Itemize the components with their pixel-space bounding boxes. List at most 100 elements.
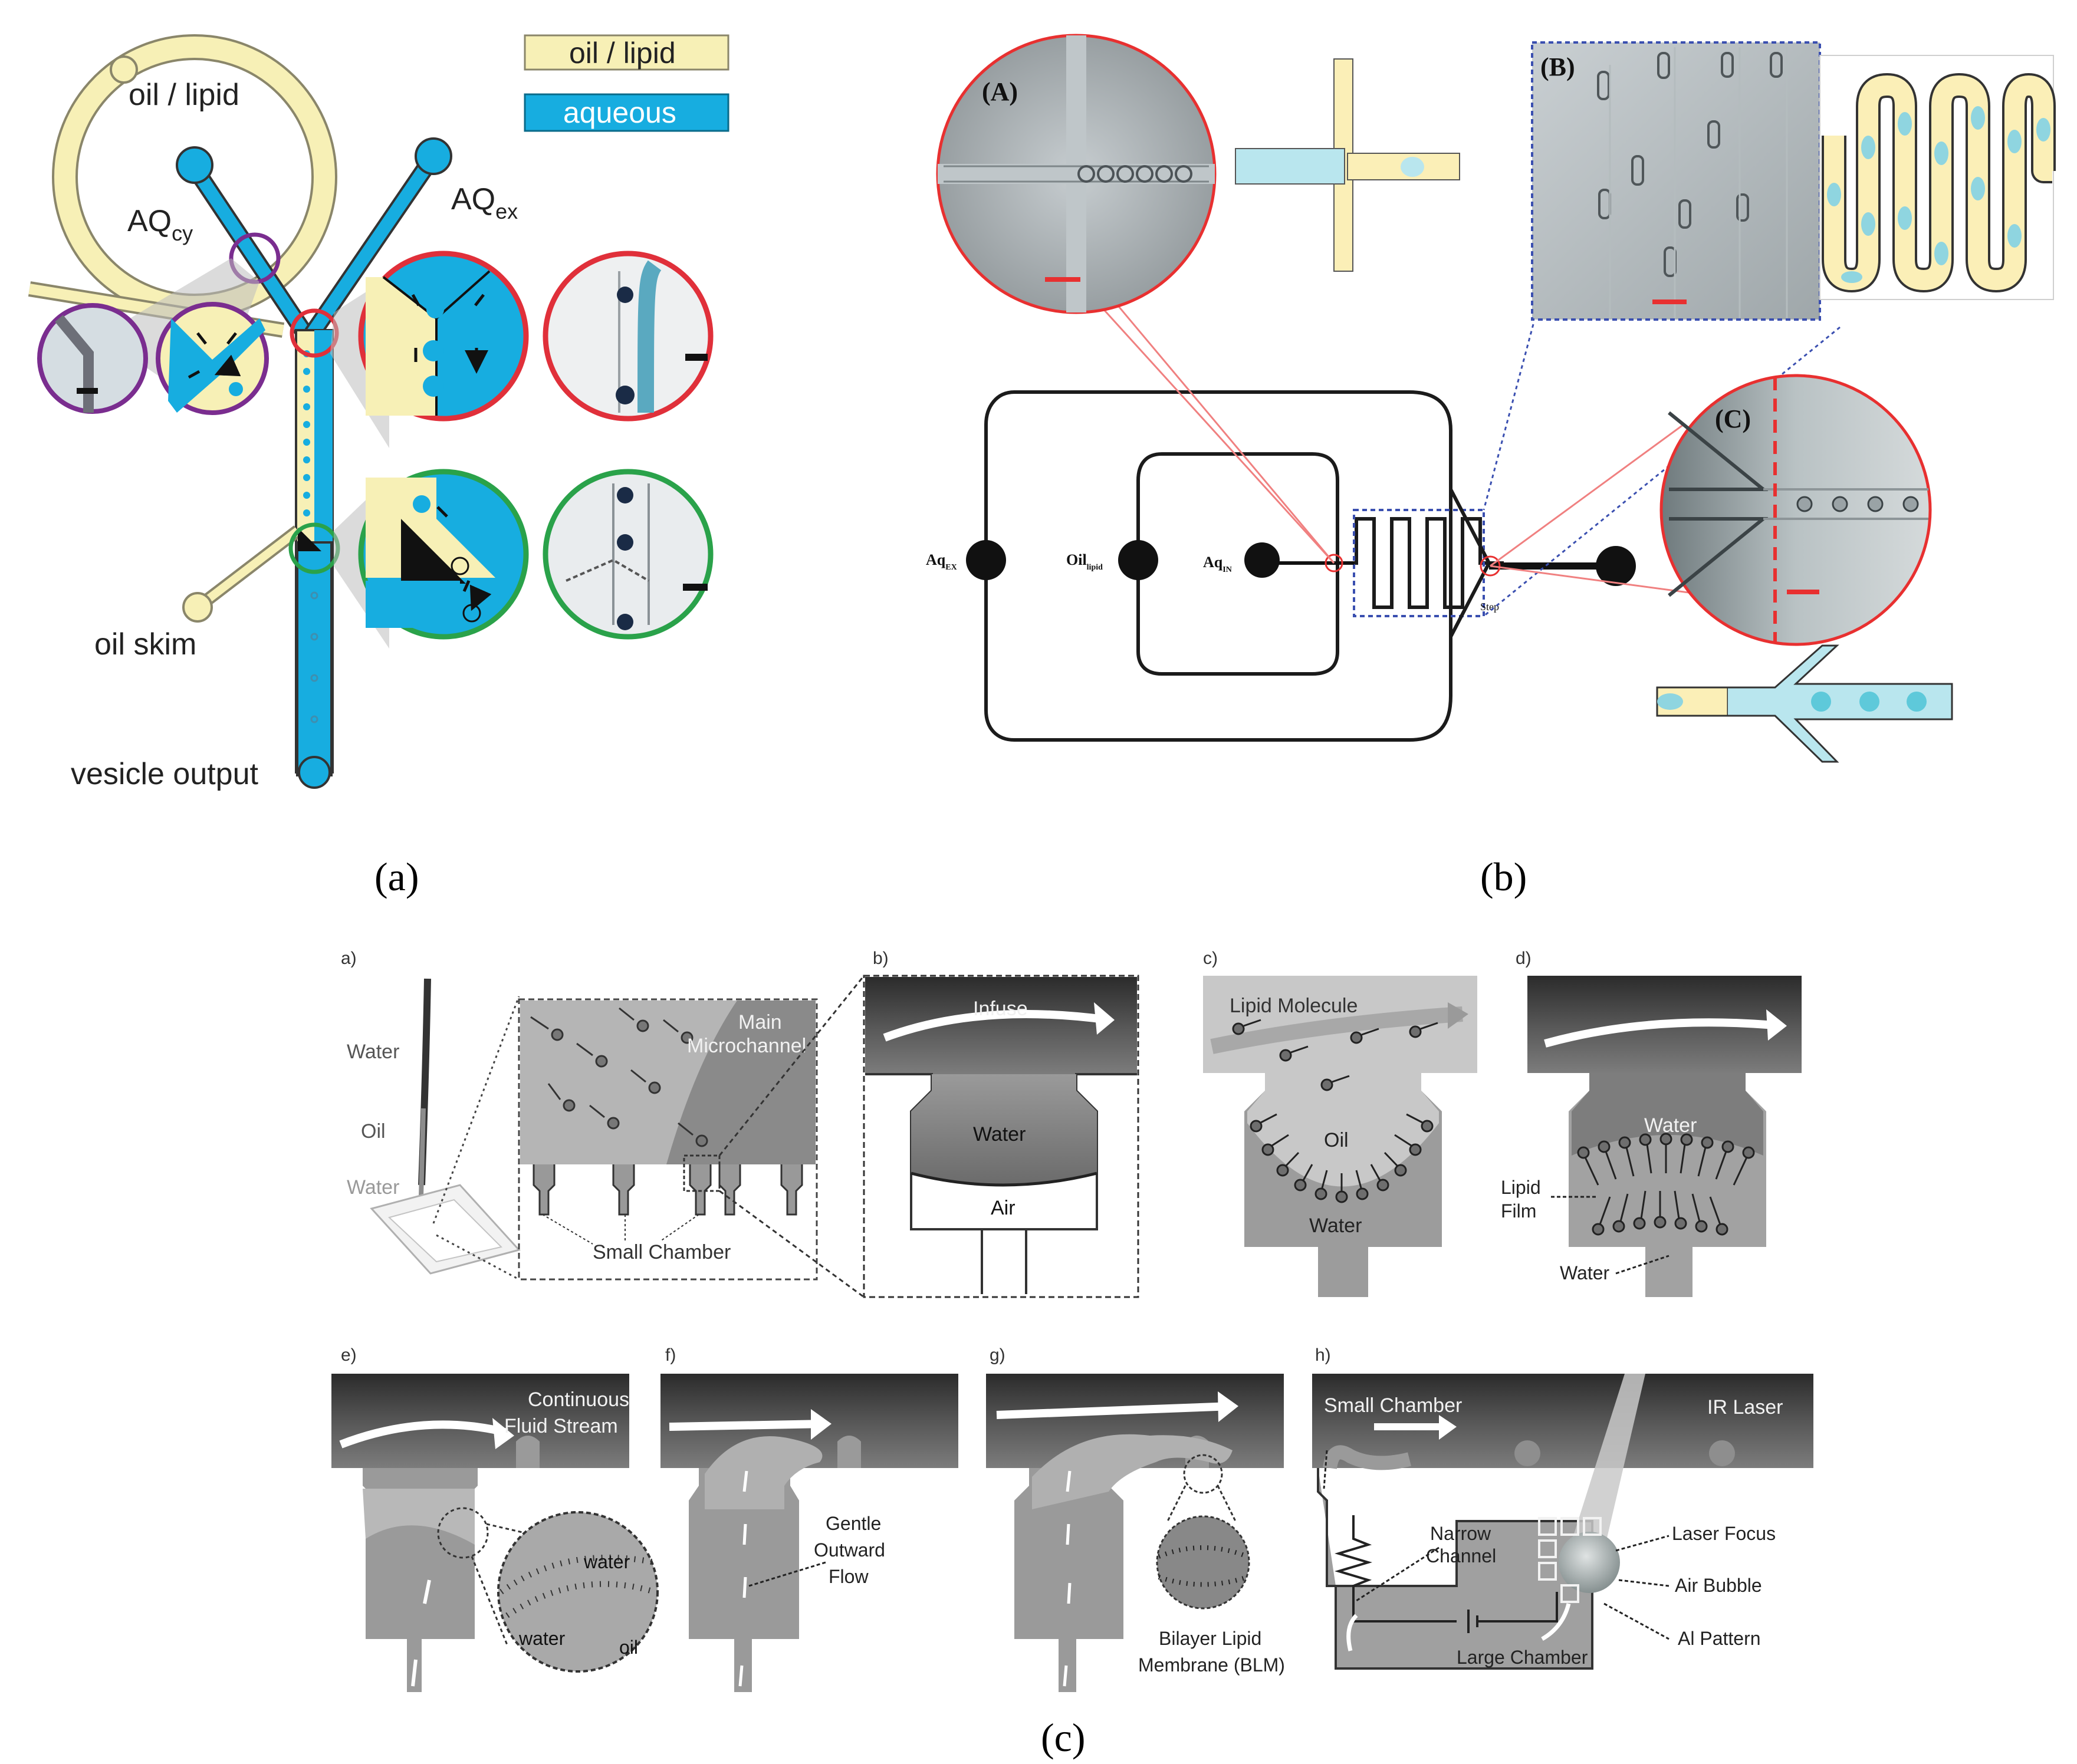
aq-in-inlet	[1244, 542, 1280, 578]
oil-skim-port	[182, 592, 213, 623]
aq-ex-inlet	[966, 540, 1006, 580]
c-f-flow-label-3: Flow	[829, 1566, 869, 1587]
vesicle-output-label: vesicle output	[71, 757, 259, 791]
aq-cy-port	[176, 146, 213, 184]
c-a-water-bottom: Water	[347, 1176, 399, 1199]
inner-channel	[1136, 452, 1339, 676]
c-g-panel: Bilayer Lipid Membrane (BLM)	[986, 1374, 1285, 1692]
c-e-water-bottom-label: water	[518, 1628, 566, 1649]
panel-a: oil / lipid AQcy AQex oi	[28, 34, 729, 791]
meander-dotted-box	[1353, 509, 1485, 617]
vesicle-output-channel	[296, 541, 333, 776]
outlet-port	[1596, 546, 1636, 586]
c-e-water-top-label: water	[583, 1551, 630, 1572]
c-g-blm-zoom	[1156, 1515, 1250, 1610]
c-h-narrow-channel-label-1: Narrow	[1430, 1523, 1491, 1544]
c-d-water-bottom-label: Water	[1560, 1262, 1610, 1283]
sub-label-a: a)	[341, 949, 357, 968]
sub-label-h: h)	[1315, 1345, 1331, 1365]
legend-aqueous-swatch	[524, 93, 729, 132]
c-f-flow-label-2: Outward	[814, 1539, 885, 1561]
c-b-infuse-arrow	[883, 1010, 1109, 1042]
step-label: Step	[1480, 601, 1499, 613]
c-a-panel: Water Oil Water Main Microchannel	[347, 975, 865, 1298]
c-h-small-chamber-label: Small Chamber	[1324, 1394, 1462, 1417]
c-e-oil-label: oil	[619, 1637, 638, 1658]
oil-inlet-label: Oillipid	[1066, 551, 1103, 572]
c-e-stream-label-2: Fluid Stream	[504, 1415, 618, 1437]
c-d-panel: Water Lipid Film Water	[1501, 976, 1802, 1297]
skim-triangle	[298, 528, 321, 551]
inset-b-scale-bar	[1652, 300, 1687, 304]
c-h-large-chamber-label: Large Chamber	[1457, 1647, 1588, 1668]
c-b-water-label: Water	[973, 1123, 1026, 1146]
caption-c: (c)	[1041, 1715, 1085, 1760]
c-g-blm-label-1: Bilayer Lipid	[1159, 1628, 1261, 1649]
inset-c-label: (C)	[1715, 404, 1751, 433]
aq-cy-label: AQcy	[127, 204, 193, 245]
inset-a-schematic	[1235, 58, 1460, 272]
inset-b-schematic	[1819, 55, 2056, 300]
green-micrograph	[543, 469, 714, 640]
red-micrograph	[543, 251, 714, 422]
purple-scale-bar	[77, 388, 98, 394]
c-b-panel: Infuse Water Air	[863, 975, 1139, 1298]
inset-a-scale-bar	[1045, 277, 1080, 282]
c-b-infuse-label: Infuse	[973, 998, 1028, 1020]
c-d-lipid-film-label-2: Film	[1501, 1200, 1536, 1222]
c-c-water-label: Water	[1309, 1215, 1362, 1237]
sub-label-c: c)	[1203, 949, 1218, 968]
inset-c-micrograph	[1659, 374, 1932, 646]
c-h-air-bubble-label: Air Bubble	[1675, 1575, 1762, 1596]
sub-label-d: d)	[1516, 949, 1532, 968]
inset-a-label: (A)	[982, 77, 1018, 106]
c-a-small-chambers	[533, 1164, 803, 1216]
c-d-lipid-film	[1577, 1133, 1755, 1236]
step-marker	[1480, 555, 1501, 577]
aq-ex-inlet-label: AqEX	[926, 551, 957, 572]
legend-oil-swatch	[524, 34, 729, 71]
c-e-panel: Continuous Fluid Stream water water oil	[331, 1374, 659, 1692]
vesicle-output-port	[298, 756, 331, 789]
c-h-resistor-circuit	[1335, 1515, 1558, 1633]
c-h-ir-laser-label: IR Laser	[1707, 1396, 1783, 1419]
sub-label-b: b)	[873, 949, 889, 968]
c-a-oil: Oil	[361, 1120, 386, 1143]
panel-b: AqEX Oillipid AqIN Step (A)	[926, 34, 2056, 763]
sub-label-e: e)	[341, 1345, 357, 1365]
oil-lipid-inlet	[1118, 540, 1158, 580]
inset-b-micrograph	[1531, 41, 1821, 321]
aq-in-inlet-label: AqIN	[1203, 554, 1232, 574]
sub-label-f: f)	[665, 1345, 676, 1365]
c-f-flow-label-1: Gentle	[826, 1513, 881, 1534]
ring-label: oil / lipid	[129, 78, 239, 112]
c-a-main-channel-label-2: Microchannel	[687, 1035, 806, 1057]
c-g-blm-label-2: Membrane (BLM)	[1138, 1654, 1285, 1676]
inset-c-schematic	[1656, 644, 1953, 763]
panel-c: a) b) c) d) e) f) g) h) Water Oil Water	[331, 949, 1813, 1692]
c-e-bilayer-zoom	[497, 1511, 659, 1673]
junction-marker	[1325, 554, 1343, 572]
c-a-water-top: Water	[347, 1041, 399, 1063]
red-scale-bar	[685, 354, 708, 361]
oil-skim-label: oil skim	[94, 627, 196, 662]
c-a-zoom-box	[518, 998, 818, 1281]
c-a-main-channel-label-1: Main	[738, 1011, 782, 1034]
caption-b: (b)	[1480, 854, 1527, 899]
c-h-air-bubble	[1559, 1532, 1620, 1593]
ring-port	[110, 55, 138, 84]
c-h-ir-laser-beam	[1569, 1374, 1645, 1551]
c-a-small-chamber-label: Small Chamber	[593, 1241, 731, 1263]
legend-oil-label: oil / lipid	[569, 37, 676, 70]
c-d-lipid-film-label-1: Lipid	[1501, 1177, 1541, 1198]
c-c-lipid-arc	[1232, 1022, 1434, 1203]
caption-a: (a)	[374, 854, 419, 899]
c-c-lipid-molecule-label: Lipid Molecule	[1230, 995, 1358, 1017]
outer-channel	[984, 390, 1452, 742]
c-h-narrow-channel-label-2: Channel	[1426, 1545, 1496, 1566]
c-h-al-pattern-label: Al Pattern	[1678, 1628, 1761, 1649]
legend-aqueous-label: aqueous	[563, 96, 676, 129]
sub-label-g: g)	[990, 1345, 1005, 1365]
c-h-panel: Small Chamber IR Laser Narrow Channel La…	[1312, 1374, 1813, 1670]
